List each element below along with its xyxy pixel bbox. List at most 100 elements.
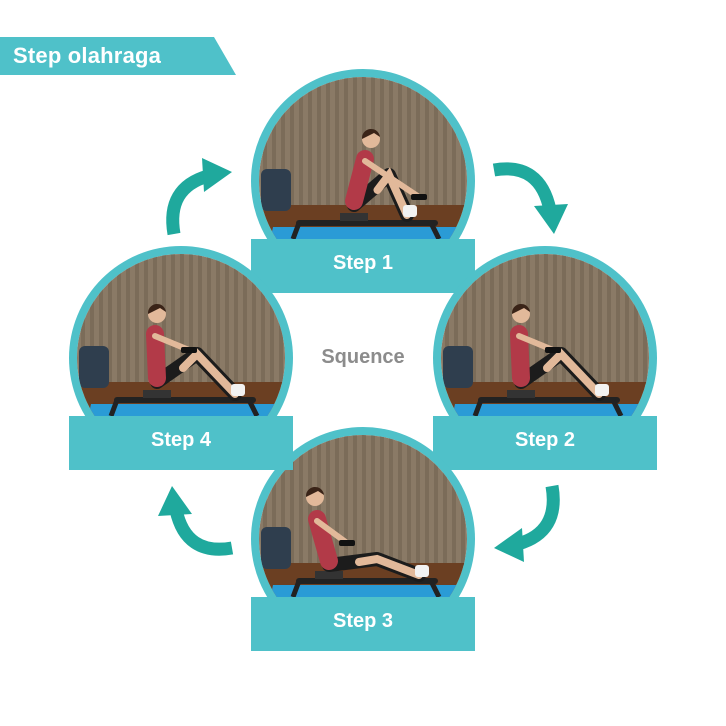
curtain-fold <box>425 435 429 565</box>
torso <box>510 325 530 387</box>
rowing-machine-leg <box>290 580 302 598</box>
rowing-machine-leg <box>108 399 120 417</box>
curtain-fold <box>425 77 429 207</box>
step-4-label: Step 4 <box>150 429 212 451</box>
curtain-fold <box>452 435 456 565</box>
armchair <box>261 527 291 569</box>
curtain-fold <box>398 435 402 565</box>
curtain-fold <box>263 77 267 207</box>
step-2-circle: Step 2 <box>433 246 657 470</box>
curtain-fold <box>252 254 256 384</box>
arm <box>314 518 350 546</box>
curtain-fold <box>607 254 611 384</box>
curtain-fold <box>398 77 402 207</box>
step-4-circle: Step 4 <box>69 246 293 470</box>
step-3-label: Step 3 <box>332 610 394 632</box>
curtain-fold <box>445 254 449 384</box>
curtain-fold <box>144 254 148 384</box>
arm <box>362 158 422 200</box>
curtain-fold <box>263 435 267 565</box>
rowing-machine-leg <box>610 398 624 418</box>
curtain-fold <box>407 435 411 565</box>
curtain-fold <box>634 254 638 384</box>
curtain-fold <box>416 435 420 565</box>
title-text: Step olahraga <box>13 43 162 68</box>
curtain-fold <box>535 254 539 384</box>
curtain-fold <box>290 435 294 565</box>
curtain-fold <box>407 77 411 207</box>
arrow-step1-to-step2-icon <box>492 162 568 234</box>
curtain-fold <box>571 254 575 384</box>
curtain-fold <box>216 254 220 384</box>
curtain-fold <box>99 254 103 384</box>
hair <box>147 303 166 314</box>
rowing-handle <box>411 194 427 200</box>
shoe <box>415 565 429 577</box>
curtain-fold <box>616 254 620 384</box>
curtain-fold <box>589 254 593 384</box>
curtain-fold <box>544 254 548 384</box>
step-2-band <box>433 416 657 470</box>
shoe <box>595 384 609 396</box>
curtain-fold <box>272 435 276 565</box>
rowing-machine-leg <box>290 222 302 240</box>
curtain-fold <box>272 77 276 207</box>
step-1-circle: Step 1 <box>251 69 475 293</box>
curtain-fold <box>299 435 303 565</box>
rowing-seat <box>143 390 171 398</box>
curtain-fold <box>389 435 393 565</box>
curtain-fold <box>508 254 512 384</box>
curtain-fold <box>362 435 366 565</box>
rowing-seat <box>340 213 368 221</box>
rowing-handle <box>339 540 355 546</box>
hair <box>511 303 530 314</box>
step-1-label: Step 1 <box>332 252 394 274</box>
curtain-fold <box>434 435 438 565</box>
curtain-fold <box>225 254 229 384</box>
curtain-fold <box>434 77 438 207</box>
curtain-fold <box>290 77 294 207</box>
lower-legs <box>543 348 603 398</box>
arrow-step3-to-step4-icon <box>158 486 234 556</box>
title-banner: Step olahraga <box>0 37 236 75</box>
curtain-fold <box>553 254 557 384</box>
curtain-fold <box>580 254 584 384</box>
curtain-fold <box>598 254 602 384</box>
curtain-fold <box>126 254 130 384</box>
step-4-band <box>69 416 293 470</box>
step-3-band <box>251 597 475 651</box>
curtain-fold <box>461 77 465 207</box>
curtain-fold <box>281 435 285 565</box>
curtain-fold <box>452 77 456 207</box>
arrow-step4-to-step1-icon <box>166 158 232 236</box>
curtain-fold <box>353 77 357 207</box>
armchair <box>261 169 291 211</box>
curtain-fold <box>326 435 330 565</box>
rowing-machine-leg <box>246 398 260 418</box>
curtain-fold <box>326 77 330 207</box>
curtain-fold <box>344 435 348 565</box>
torso <box>146 325 166 387</box>
curtain-fold <box>371 435 375 565</box>
curtain-fold <box>279 254 283 384</box>
shoe <box>403 205 417 217</box>
step-1-band <box>251 239 475 293</box>
curtain-fold <box>472 254 476 384</box>
curtain-fold <box>389 77 393 207</box>
lower-legs <box>355 554 423 579</box>
curtain-fold <box>135 254 139 384</box>
curtain-fold <box>243 254 247 384</box>
rowing-seat <box>315 571 343 579</box>
curtain-fold <box>443 435 447 565</box>
torso <box>345 150 374 210</box>
curtain-fold <box>261 254 265 384</box>
rowing-handle <box>545 347 561 353</box>
rowing-handle <box>181 347 197 353</box>
curtain-fold <box>317 77 321 207</box>
curtain-fold <box>463 254 467 384</box>
armchair <box>79 346 109 388</box>
rowing-machine-leg <box>428 579 442 599</box>
step-2-label: Step 2 <box>514 429 576 451</box>
hair <box>361 128 380 139</box>
curtain-fold <box>443 77 447 207</box>
